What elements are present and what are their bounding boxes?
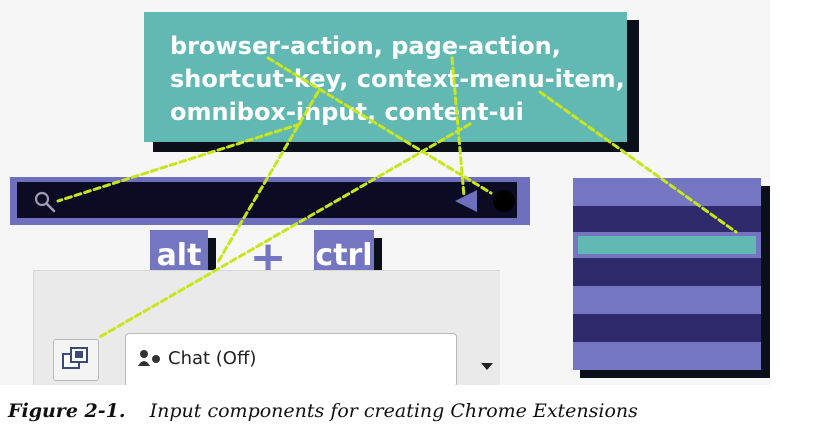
pointer-content-ui	[96, 122, 472, 340]
pointer-shortcut-key	[216, 90, 320, 264]
pointer-omnibox	[56, 122, 302, 203]
pointer-page-action	[450, 56, 466, 198]
pointer-lines	[56, 56, 738, 340]
panel-button[interactable]	[53, 339, 99, 381]
circle-icon[interactable]	[493, 190, 515, 212]
person-icon	[138, 350, 160, 366]
context-menu	[573, 178, 761, 370]
context-menu-item[interactable]	[573, 314, 761, 342]
label-line-shortcut-context-menu: shortcut-key, context-menu-item,	[170, 65, 625, 93]
context-menu-item-selected[interactable]	[578, 236, 756, 254]
chat-label: Chat (Off)	[168, 348, 257, 369]
context-menu-item[interactable]	[573, 206, 761, 234]
label-line-omnibox-content-ui: omnibox-input, content-ui	[170, 98, 524, 126]
figure-margin	[770, 0, 831, 385]
label-box: browser-action, page-action, shortcut-ke…	[144, 12, 627, 142]
chat-status-field[interactable]: Chat (Off)	[125, 333, 457, 385]
caption-gap	[132, 400, 144, 422]
context-menu-item[interactable]	[573, 342, 761, 370]
context-menu-item[interactable]	[573, 286, 761, 314]
caption-text: Input components for creating Chrome Ext…	[149, 400, 638, 422]
triangle-left-icon[interactable]	[453, 188, 479, 214]
window-icon	[62, 347, 88, 369]
pointer-context-menu-item	[538, 90, 738, 234]
label-line-browser-page-action: browser-action, page-action,	[170, 32, 561, 60]
pointer-browser-action	[266, 56, 493, 195]
content-ui-panel: Chat (Off)	[33, 270, 500, 385]
caption-label: Figure 2-1.	[8, 400, 126, 422]
chevron-down-icon[interactable]	[478, 360, 496, 372]
figure: browser-action, page-action, shortcut-ke…	[10, 0, 831, 385]
search-icon	[34, 191, 56, 213]
figure-caption: Figure 2-1. Input components for creatin…	[8, 400, 638, 422]
context-menu-item[interactable]	[573, 258, 761, 286]
